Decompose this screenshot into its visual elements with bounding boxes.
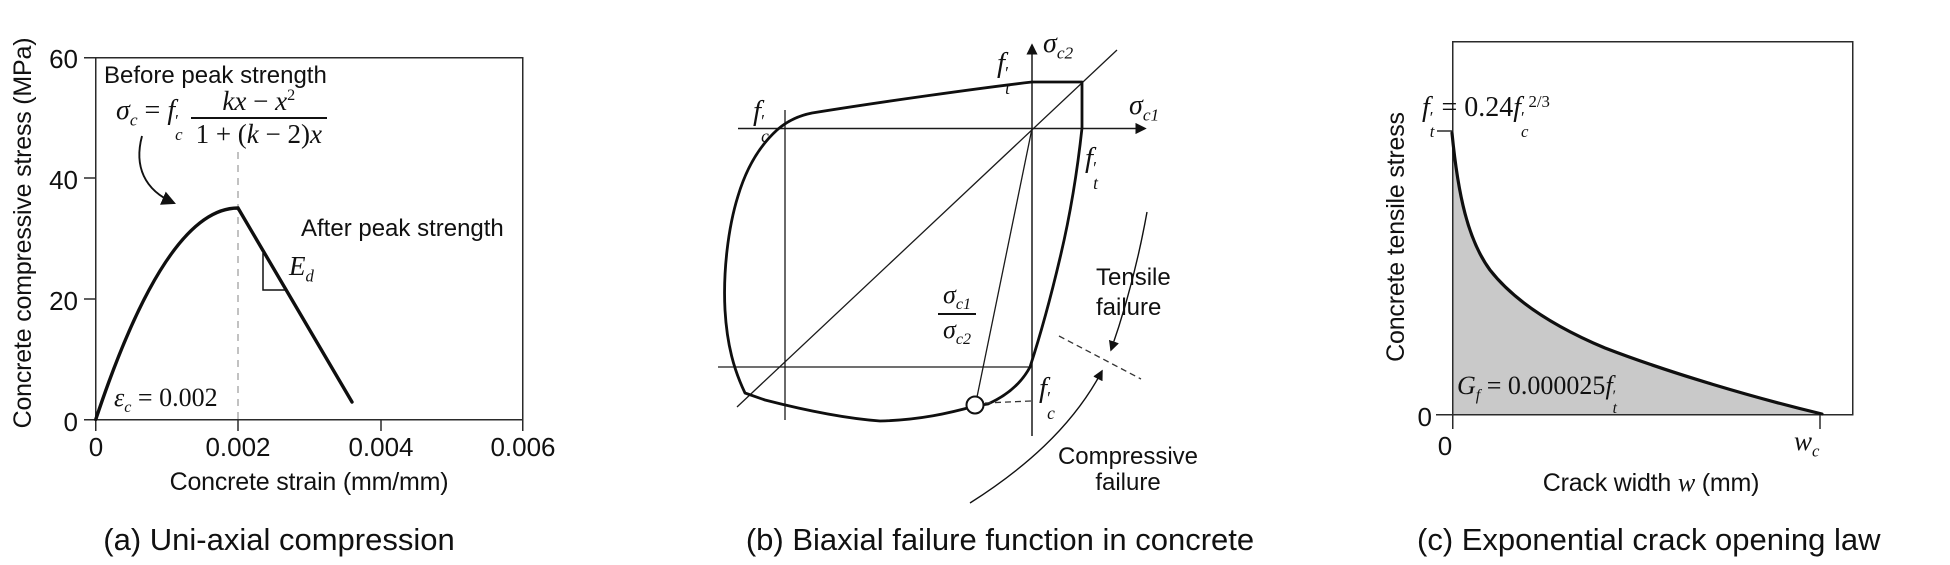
plot-frame-c [1452,41,1854,416]
failure-point-marker [965,395,985,415]
ft-label-top: f′t [997,47,1010,98]
ed-label: Ed [289,251,314,286]
after-peak-label: After peak strength [301,215,504,242]
caption-c: (c) Exponential crack opening law [1417,522,1881,557]
stress-ratio-ray [976,128,1033,398]
y-tick-20: 20 [49,286,78,316]
y-axis-label-a: Concrete compressive stress (MPa) [9,37,37,429]
sigma-c2-axis-label: σc2 [1043,28,1074,63]
sigma-c1-axis-label: σc1 [1129,90,1160,125]
caption-a: (a) Uni-axial compression [103,522,455,557]
y-tick-0-c: 0 [1417,402,1432,432]
y-tick-60: 60 [49,44,78,74]
x-axis-label-a: Concrete strain (mm/mm) [169,468,449,496]
formula-fraction: kx − x2 1 + (k − 2)x [190,86,327,150]
formula-leader-arrow [138,135,176,205]
fc-label-left: f′c [753,95,769,146]
x-tick-0-c: 0 [1437,431,1453,461]
fracture-energy-label: Gf = 0.000025f′t [1457,371,1618,418]
panel-b-diagram [718,43,1148,504]
ratio-denominator: σc2 [938,313,977,348]
axis-ticks-a [84,57,524,431]
diagonal-45-line [736,49,1118,408]
y-tick-0: 0 [63,407,78,437]
crack-opening-curve [1450,131,1824,416]
x-tick-0006: 0.006 [490,432,556,462]
panel-c-plot [1436,41,1854,429]
x-tick-0002: 0.002 [205,432,271,462]
ratio-numerator: σc1 [943,280,972,314]
x-tick-wc: wc [1794,426,1820,461]
y-axis-label-c: Concrete tensile stress [1382,112,1410,362]
axis-ticks-c [1436,130,1821,429]
panel-a-plot [84,57,524,431]
x-axis-label-c: Crack width w (mm) [1542,468,1760,497]
ft-label-right: f′t [1085,142,1098,193]
plot-frame-a [95,57,524,421]
fracture-energy-shaded-area [1452,133,1822,415]
fc-level-dashed-line [984,400,1032,404]
caption-b: (b) Biaxial failure function in concrete [745,522,1255,557]
y-tick-40: 40 [49,165,78,195]
compressive-failure-leader-arrow [969,369,1103,504]
x-tick-0004: 0.004 [348,432,414,462]
peak-strain-label: εc = 0.002 [114,383,218,417]
stress-ratio-label: σc1 σc2 [938,280,977,349]
stress-strain-curve [94,206,354,422]
before-peak-label: Before peak strength [104,62,327,89]
ed-slope-marker [262,253,286,291]
failure-mode-boundary-dashed [1058,335,1142,380]
formula-denominator: 1 + (k − 2)x [190,117,327,150]
formula-lhs: σc = f′c [116,94,183,144]
formula-numerator: kx − x2 [222,86,296,116]
biaxial-failure-envelope [723,80,1084,423]
fc-label-bottom: f′c [1039,372,1055,423]
compression-formula: σc = f′c kx − x2 1 + (k − 2)x [116,86,327,150]
x-tick-0: 0 [88,432,104,462]
tensile-failure-leader-arrow [1108,211,1148,352]
